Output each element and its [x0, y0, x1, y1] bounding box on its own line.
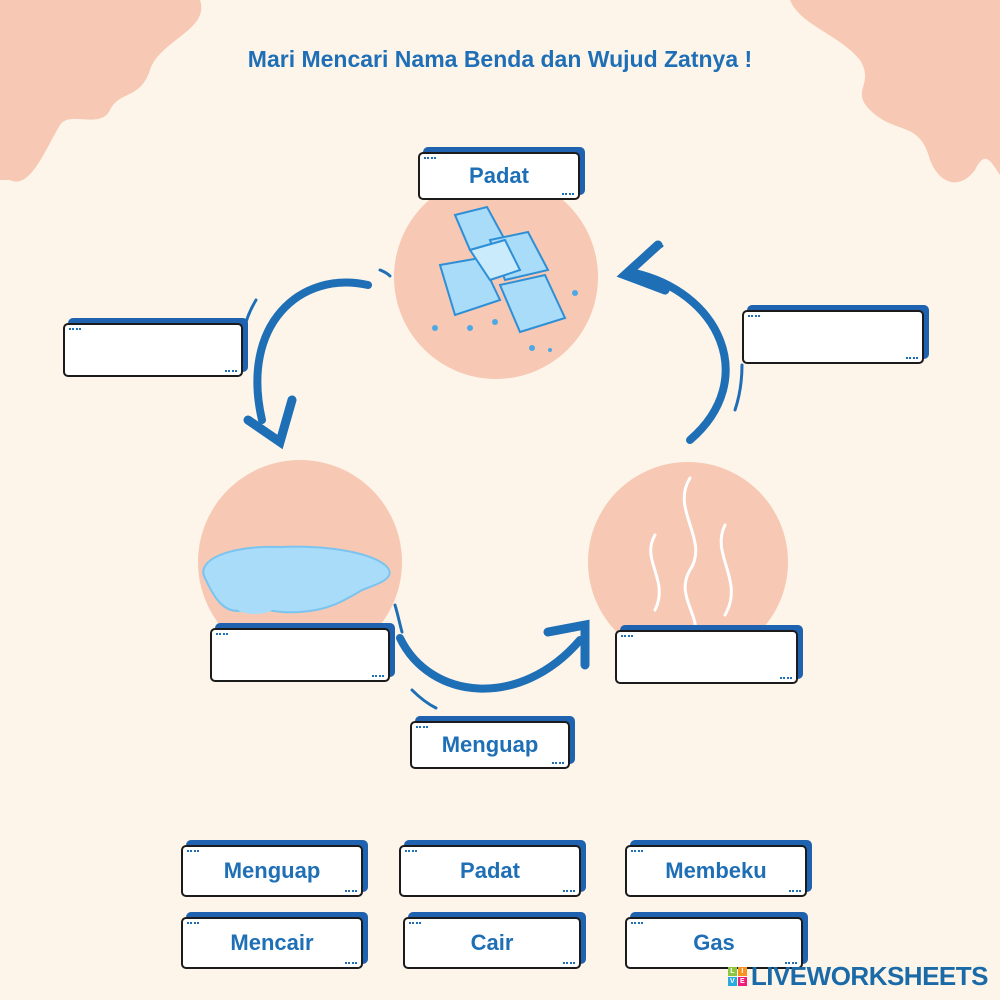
decorative-splash-right [790, 0, 1000, 183]
blank-gas-input[interactable] [615, 630, 798, 684]
word-card-padat[interactable]: Padat [399, 845, 581, 897]
arrow-liquid-to-gas [393, 603, 590, 710]
gas-circle [588, 462, 788, 662]
ice-cubes-illustration [438, 205, 567, 334]
blank-liquid-input[interactable] [210, 628, 390, 682]
label-evaporate: Menguap [410, 721, 570, 769]
word-card-cair[interactable]: Cair [403, 917, 581, 969]
word-card-menguap[interactable]: Menguap [181, 845, 363, 897]
logo-badge-icon: L I V E [727, 967, 747, 986]
steam-illustration [649, 476, 733, 637]
logo-text: LIVEWORKSHEETS [750, 961, 989, 991]
word-card-membeku[interactable]: Membeku [625, 845, 807, 897]
word-card-gas[interactable]: Gas [625, 917, 803, 969]
liveworksheets-logo[interactable]: L I V E LIVEWORKSHEETS [727, 961, 989, 992]
label-evaporate-text: Menguap [441, 732, 539, 757]
arrow-gas-to-solid [616, 240, 744, 444]
blank-right-input[interactable] [742, 310, 924, 364]
page-title: Mari Mencari Nama Benda dan Wujud Zatnya… [247, 46, 753, 72]
blank-freezing-input[interactable] [63, 323, 243, 377]
label-solid-text: Padat [469, 163, 529, 188]
word-card-mencair[interactable]: Mencair [181, 917, 363, 969]
label-solid: Padat [418, 152, 580, 200]
decorative-splash-left [0, 0, 202, 182]
arrow-solid-to-liquid [242, 268, 392, 450]
